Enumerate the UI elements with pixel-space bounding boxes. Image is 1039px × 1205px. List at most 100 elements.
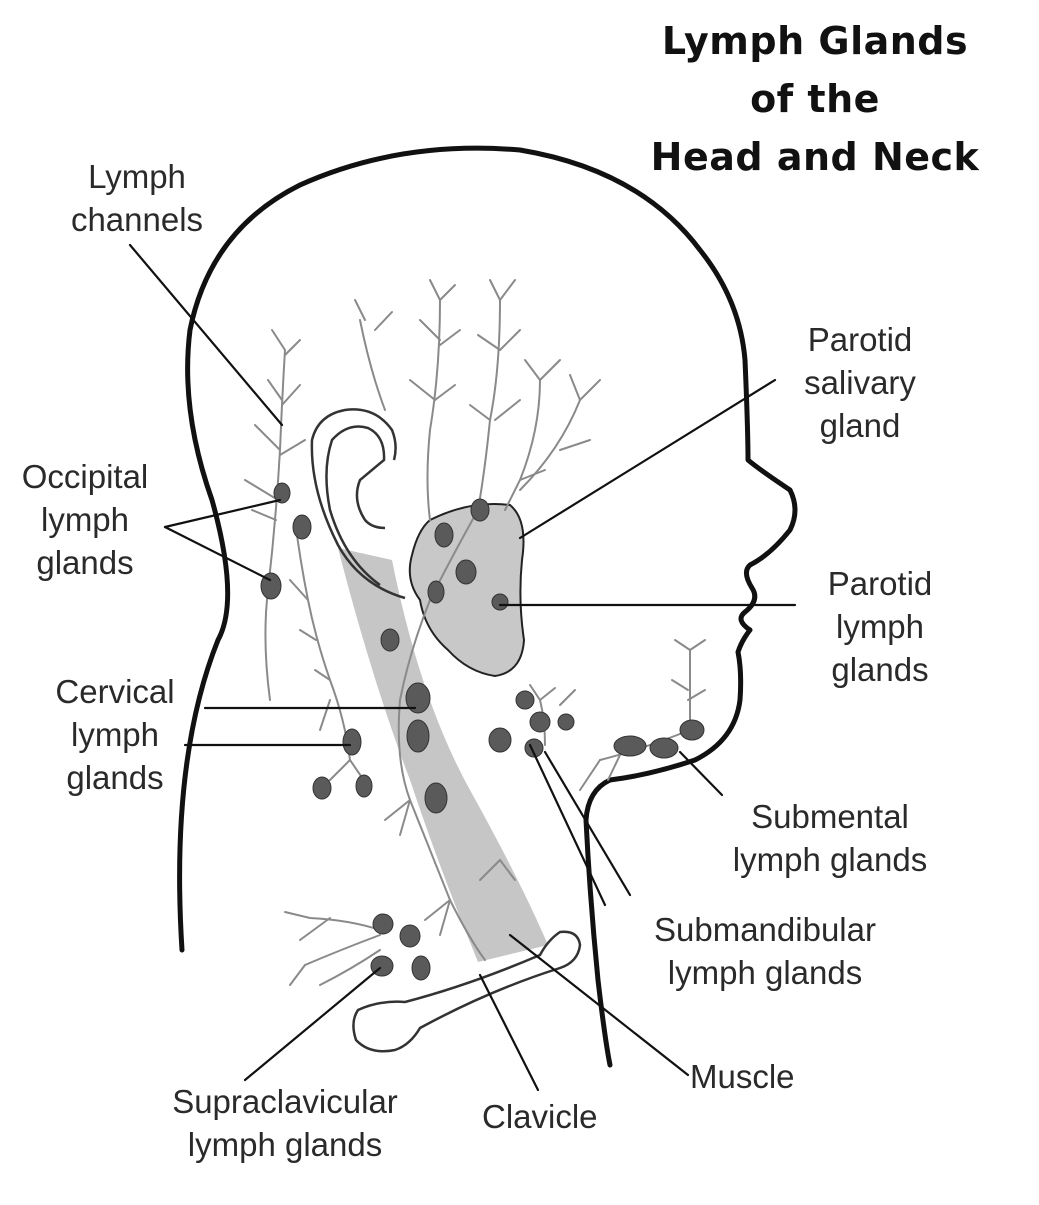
cervical-lymph-node xyxy=(355,774,373,798)
title-line-2: of the xyxy=(750,77,880,121)
lymph-channel xyxy=(477,299,501,511)
leader-submandibular-2 xyxy=(528,743,607,907)
lymph-channel xyxy=(479,859,501,881)
ear-inner xyxy=(325,425,386,587)
supraclavicular-lymph-node xyxy=(372,913,394,935)
lymph-channel xyxy=(539,687,556,701)
leader-muscle xyxy=(508,933,690,1077)
parotid-salivary-gland xyxy=(408,503,526,678)
lymph-channel xyxy=(439,284,456,301)
title-line-3: Head and Neck xyxy=(650,135,980,179)
submental-lymph-node xyxy=(613,735,647,757)
parotid-lymph-node xyxy=(470,498,490,522)
label-submental-lymph-glands: Submental lymph glands xyxy=(732,798,928,878)
lymph-channel xyxy=(319,949,381,986)
lymph-channel xyxy=(374,311,393,331)
leader-lines xyxy=(128,243,797,1092)
supraclavicular-lymph-node xyxy=(399,924,421,948)
leader-parotid-salivary xyxy=(518,378,777,540)
lymph-channel xyxy=(359,319,386,411)
lymph-channel xyxy=(519,469,546,481)
lymph-channel xyxy=(519,399,581,491)
submandibular-lymph-node xyxy=(524,738,544,758)
lymph-channel xyxy=(429,279,441,301)
lymph-channel xyxy=(499,279,516,301)
parotid-lymph-node xyxy=(491,593,509,611)
submandibular-lymph-node xyxy=(488,727,512,753)
lymph-channel xyxy=(244,479,279,501)
leader-occipital-2 xyxy=(163,525,272,582)
lymph-channel xyxy=(671,679,689,691)
lymph-channel xyxy=(559,689,576,706)
lymph-channel xyxy=(424,899,451,921)
lymph-channel xyxy=(284,339,301,356)
occipital-lymph-node xyxy=(273,482,291,504)
cervical-lymph-node xyxy=(312,776,332,800)
leader-clavicle xyxy=(478,973,540,1092)
leader-occipital-1 xyxy=(163,498,282,529)
lymph-channel xyxy=(399,799,411,836)
lymph-channel xyxy=(319,699,331,731)
lymph-channel xyxy=(409,379,436,401)
lymph-channel xyxy=(419,319,441,341)
lymph-channel xyxy=(499,859,516,881)
lymph-channel xyxy=(271,329,286,351)
occipital-lymph-node xyxy=(260,572,282,600)
label-parotid-lymph-glands: Parotid lymph glands xyxy=(827,565,933,688)
cervical-lymph-node xyxy=(405,682,431,714)
parotid-lymph-node xyxy=(427,580,445,604)
lymph-channel xyxy=(579,759,601,791)
lymph-channel xyxy=(674,639,691,651)
submental-lymph-node xyxy=(649,737,679,759)
supraclavicular-lymph-node xyxy=(411,955,431,981)
clavicle-bone xyxy=(352,930,582,1053)
lymph-channel xyxy=(294,519,351,761)
occipital-lymph-node xyxy=(292,514,312,540)
ear-outline xyxy=(310,408,406,600)
label-parotid-salivary-gland: Parotid salivary gland xyxy=(804,321,916,444)
lymph-channel xyxy=(304,934,381,966)
title-line-1: Lymph Glands xyxy=(661,19,969,63)
lymph-channel xyxy=(607,754,621,781)
leader-submental xyxy=(678,750,724,797)
lymph-channel xyxy=(279,439,306,456)
lymph-channel xyxy=(314,669,331,681)
lymph-channel xyxy=(504,379,541,511)
cervical-lymph-node xyxy=(424,782,448,814)
leader-lymph-channels xyxy=(128,243,284,427)
lymph-channel xyxy=(499,329,521,351)
lymph-channel xyxy=(354,299,366,321)
leader-submandibular-1 xyxy=(543,750,632,897)
submental-lymph-node xyxy=(679,719,705,741)
lymph-channel xyxy=(539,359,561,381)
lymph-channel xyxy=(284,911,381,931)
lymph-channel xyxy=(289,964,306,986)
label-occipital-lymph-glands: Occipital lymph glands xyxy=(21,458,149,581)
sternocleidomastoid-muscle xyxy=(338,548,548,962)
lymph-channel xyxy=(329,759,351,781)
lymph-channel xyxy=(494,399,521,421)
label-lymph-channels: Lymph channels xyxy=(70,158,204,238)
cervical-lymph-node xyxy=(380,628,400,652)
lymph-channel xyxy=(439,899,451,936)
submandibular-lymph-node xyxy=(557,713,575,731)
lymph-channel xyxy=(477,334,501,351)
lymph-channel xyxy=(299,629,317,641)
label-muscle: Muscle xyxy=(690,1058,795,1095)
label-submandibular-lymph-glands: Submandibular lymph glands xyxy=(654,911,876,991)
lymph-channel xyxy=(569,374,581,401)
lymph-channel xyxy=(281,384,301,406)
parotid-lymph-node xyxy=(455,559,477,585)
lymph-channel xyxy=(254,424,281,451)
lymph-channel xyxy=(579,379,601,401)
lymph-channel xyxy=(299,917,331,941)
lymph-channel xyxy=(489,279,501,301)
cervical-lymph-node xyxy=(342,728,362,756)
lymph-channel xyxy=(251,509,277,521)
lymph-channel xyxy=(687,689,706,701)
lymph-glands xyxy=(260,482,705,981)
lymph-channel xyxy=(267,379,283,401)
cervical-lymph-node xyxy=(406,719,430,753)
